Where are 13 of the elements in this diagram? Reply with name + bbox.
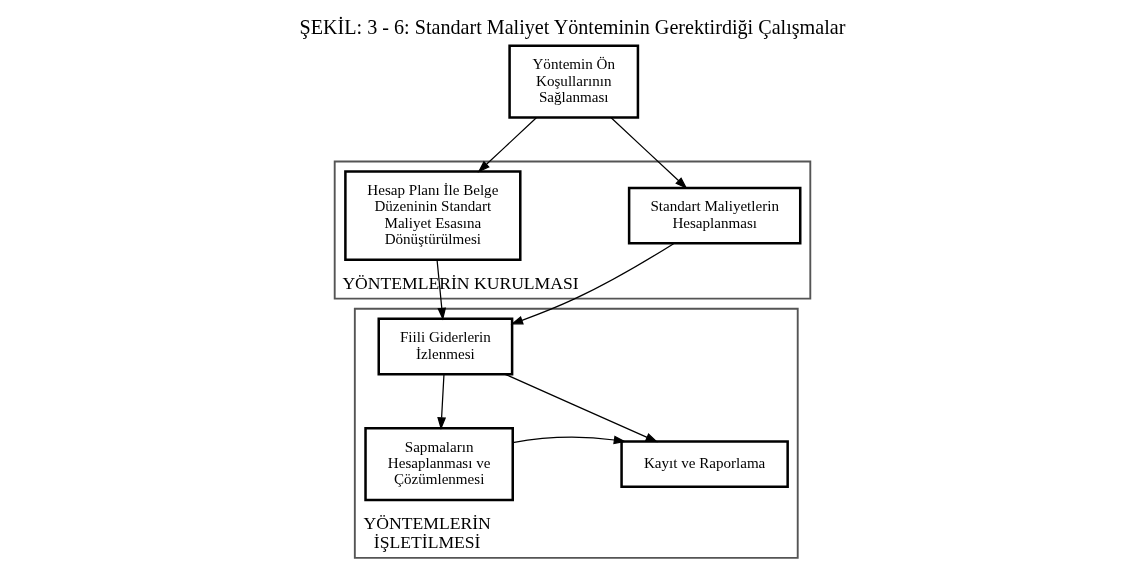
arrow bbox=[510, 243, 675, 325]
node-box: Kayıt ve Raporlama bbox=[620, 440, 789, 489]
arrow bbox=[610, 117, 688, 189]
node-box: Fiili Giderlerin İzlenmesi bbox=[377, 317, 514, 376]
node-box: Standart Maliyetlerin Hesaplanması bbox=[627, 186, 802, 245]
node-box: Yöntemin Ön Koşullarının Sağlanması bbox=[508, 44, 640, 119]
node-box: Sapmaların Hesaplanması ve Çözümlenmesi bbox=[364, 427, 514, 502]
arrow bbox=[504, 373, 659, 443]
arrow bbox=[437, 373, 447, 430]
node-box: Hesap Planı İle Belge Düzeninin Standart Maliyet Esasına Dönüştürülmesi bbox=[344, 170, 522, 261]
arrow bbox=[512, 435, 627, 445]
diagram-title: ŞEKİL: 3 - 6: Standart Maliyet Yönteminin Gerektirdiği Çalışmalar bbox=[299, 16, 846, 39]
arrow bbox=[477, 117, 537, 173]
